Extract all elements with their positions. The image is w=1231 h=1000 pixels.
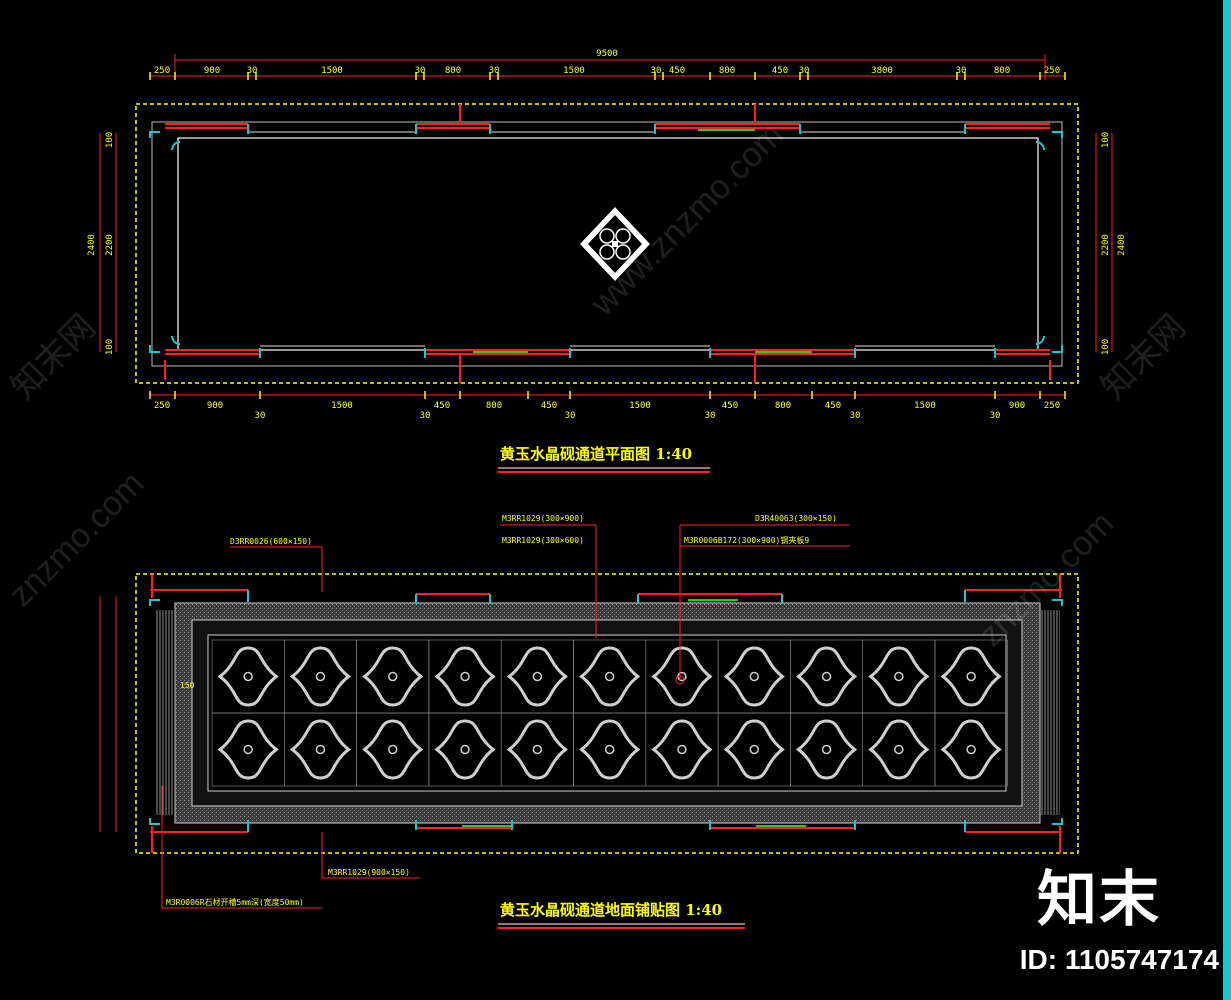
label-bottom-mid: M3RR1029(900×150)	[328, 868, 410, 877]
svg-text:3800: 3800	[871, 66, 893, 76]
plan-dimension-ticks	[149, 72, 1066, 399]
svg-text:450: 450	[825, 401, 841, 411]
label-mid-top-1: M3RR1029(300×900)	[502, 514, 584, 523]
plan-wall-lines	[248, 131, 995, 347]
paving-grilles	[462, 599, 806, 827]
plan-center-ornament-icon	[580, 207, 650, 281]
svg-text:1500: 1500	[563, 66, 585, 76]
svg-text:900: 900	[207, 401, 223, 411]
svg-text:100: 100	[105, 132, 115, 148]
paving-labels: D3RR0026(600×150) M3RR1029(300×900) M3RR…	[166, 514, 837, 907]
svg-text:800: 800	[775, 401, 791, 411]
leader-dot	[675, 675, 685, 685]
plan-room-inner	[177, 137, 1039, 351]
svg-text:2200: 2200	[105, 234, 115, 256]
plan-grilles	[473, 129, 812, 353]
svg-text:800: 800	[719, 66, 735, 76]
svg-text:30: 30	[247, 66, 258, 76]
plan-drawing: 9500 250 900 30 1500 30 800 30 1500 30 4…	[87, 49, 1127, 473]
svg-text:800: 800	[486, 401, 502, 411]
svg-text:900: 900	[1009, 401, 1025, 411]
label-bottom-left: M3R0006R石材开槽5mm深(宽度50mm)	[166, 897, 304, 907]
label-right-top-2: M3R0006B172(300×900)钢夹板9	[684, 535, 809, 545]
svg-text:1500: 1500	[331, 401, 353, 411]
plan-dimension-texts: 9500 250 900 30 1500 30 800 30 1500 30 4…	[154, 49, 1060, 421]
svg-text:900: 900	[204, 66, 220, 76]
plan-boundary	[135, 103, 1079, 384]
svg-text:800: 800	[445, 66, 461, 76]
plan-dimension-lines	[99, 54, 1113, 396]
plan-door-marks	[149, 124, 1063, 358]
svg-text:800: 800	[994, 66, 1010, 76]
svg-text:30: 30	[565, 411, 576, 421]
paving-door-marks	[149, 590, 1063, 832]
paving-boundary	[135, 573, 1079, 854]
paving-drawing: D3RR0026(600×150) M3RR1029(300×900) M3RR…	[99, 514, 1079, 929]
svg-text:30: 30	[956, 66, 967, 76]
paving-right-stripe	[1040, 610, 1060, 815]
label-mid-top-2: M3RR1029(300×600)	[502, 536, 584, 545]
svg-text:30: 30	[990, 411, 1001, 421]
svg-text:450: 450	[722, 401, 738, 411]
plan-room-outline	[151, 121, 1063, 367]
paving-leaders	[99, 524, 850, 909]
svg-text:30: 30	[651, 66, 662, 76]
label-inner-dim: 150	[180, 681, 195, 690]
paving-walls	[150, 574, 1062, 853]
svg-text:30: 30	[415, 66, 426, 76]
label-left-top: D3RR0026(600×150)	[230, 537, 312, 546]
svg-text:450: 450	[541, 401, 557, 411]
svg-text:30: 30	[255, 411, 266, 421]
svg-text:250: 250	[154, 66, 170, 76]
plan-side-dimension-texts: 2400 2200 100 100 100 2200 2400 100	[87, 132, 1127, 355]
svg-text:30: 30	[850, 411, 861, 421]
svg-text:30: 30	[799, 66, 810, 76]
brand-logo: 知末	[1037, 865, 1161, 935]
svg-text:250: 250	[1044, 66, 1060, 76]
image-id: ID: 1105747174	[1019, 944, 1219, 975]
plan-top-walls	[165, 104, 1050, 129]
svg-text:1500: 1500	[914, 401, 936, 411]
svg-text:450: 450	[669, 66, 685, 76]
svg-text:100: 100	[105, 339, 115, 355]
svg-text:250: 250	[1044, 401, 1060, 411]
svg-text:100: 100	[1101, 132, 1111, 148]
svg-text:250: 250	[154, 401, 170, 411]
svg-text:2400: 2400	[87, 234, 97, 256]
svg-text:2200: 2200	[1101, 234, 1111, 256]
svg-text:450: 450	[434, 401, 450, 411]
svg-text:30: 30	[705, 411, 716, 421]
paving-left-stripe	[155, 610, 175, 815]
svg-text:30: 30	[420, 411, 431, 421]
paving-title: 黄玉水晶砚通道地面铺贴图 1:40	[500, 901, 723, 919]
label-right-top-1: D3R40063(300×150)	[755, 514, 837, 523]
plan-bottom-walls	[164, 349, 1051, 383]
window-frame-edge	[1223, 0, 1231, 1000]
svg-text:2400: 2400	[1117, 234, 1127, 256]
dim-top-total: 9500	[596, 49, 618, 59]
svg-text:30: 30	[489, 66, 500, 76]
svg-text:1500: 1500	[321, 66, 343, 76]
svg-text:100: 100	[1101, 339, 1111, 355]
svg-text:1500: 1500	[629, 401, 651, 411]
plan-title: 黄玉水晶砚通道平面图 1:40	[500, 445, 693, 463]
svg-text:450: 450	[772, 66, 788, 76]
paving-pattern-tiles	[211, 639, 1008, 787]
paving-tile	[934, 712, 1008, 787]
